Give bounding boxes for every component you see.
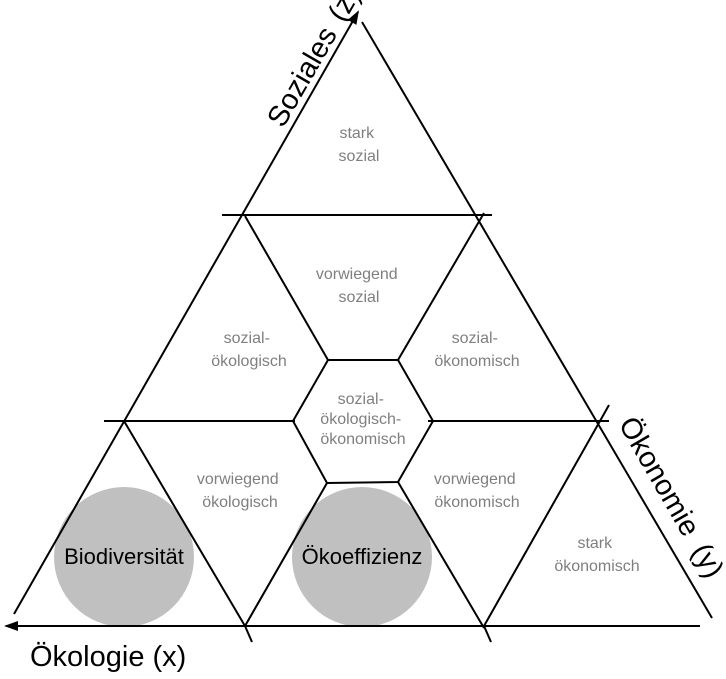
region-social-economic: sozial- ökonomisch xyxy=(434,330,519,370)
tick-right-middle xyxy=(599,404,610,422)
right-upper-rising-line xyxy=(397,212,485,361)
region-strong-economic: stark ökonomisch xyxy=(554,535,639,575)
biodiversity-label: Biodiversität xyxy=(64,544,184,569)
center-hexagon xyxy=(291,359,435,485)
right-descending-line xyxy=(397,481,485,629)
region-mostly-economic: vorwiegend ökonomisch xyxy=(434,471,520,511)
left-lower-diagonal xyxy=(123,420,246,627)
left-descending-line xyxy=(244,215,329,361)
tick-bottom-left xyxy=(244,625,253,643)
region-strong-social: stark sozial xyxy=(339,125,380,165)
social-axis-arrow xyxy=(13,10,359,615)
region-mostly-social: vorwiegend sozial xyxy=(316,266,402,306)
left-inner-rising-line xyxy=(244,482,328,627)
region-mostly-ecological: vorwiegend ökologisch xyxy=(197,471,283,511)
social-axis-label: Soziales (z) xyxy=(261,0,366,132)
tick-bottom-right xyxy=(483,625,492,643)
biodiversity-circle xyxy=(54,487,194,627)
economic-axis-line xyxy=(361,21,713,619)
ecological-axis-label: Ökologie (x) xyxy=(30,641,186,673)
eco-efficiency-label: Ökoeffizienz xyxy=(302,544,423,569)
region-center: sozial- ökologisch- ökonomisch xyxy=(320,391,405,448)
region-social-ecological: sozial- ökologisch xyxy=(211,330,287,370)
right-lower-rising-line xyxy=(483,420,601,627)
eco-efficiency-circle xyxy=(292,487,432,627)
